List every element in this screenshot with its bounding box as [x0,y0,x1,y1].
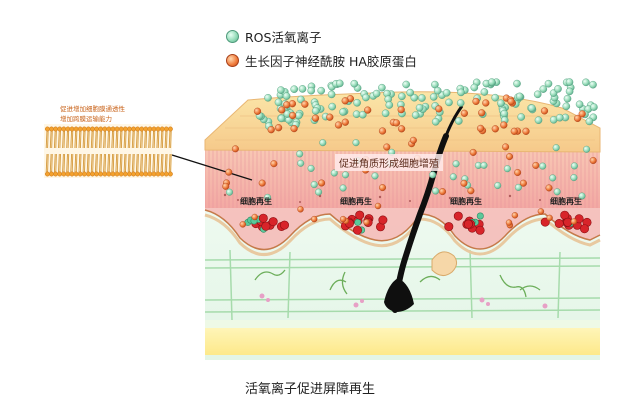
regen-label-3: 细胞再生 [450,197,482,206]
inset-note-2: 增加跨膜运输能力 [60,115,112,123]
inset-note-1: 促进增加细胞膜通透性 [60,105,125,113]
regen-label-4: 细胞再生 [550,197,582,206]
legend-item-ros: ROS活氧离子 [226,27,321,46]
legend-label-growth-factor: 生长因子神经酰胺 HA胶原蛋白 [245,54,417,69]
regen-label-1: 细胞再生 [240,197,272,206]
keratinocyte-label: 促进角质形成细胞增殖 [335,154,443,171]
regen-label-2: 细胞再生 [340,197,372,206]
legend-item-growth-factor: 生长因子神经酰胺 HA胶原蛋白 [226,51,417,70]
green-particle-icon [226,30,239,43]
membrane-inset [44,124,173,178]
legend-label-ros: ROS活氧离子 [245,30,322,45]
orange-particle-icon [226,54,239,67]
caption: 活氧离子促进屏障再生 [245,382,376,397]
